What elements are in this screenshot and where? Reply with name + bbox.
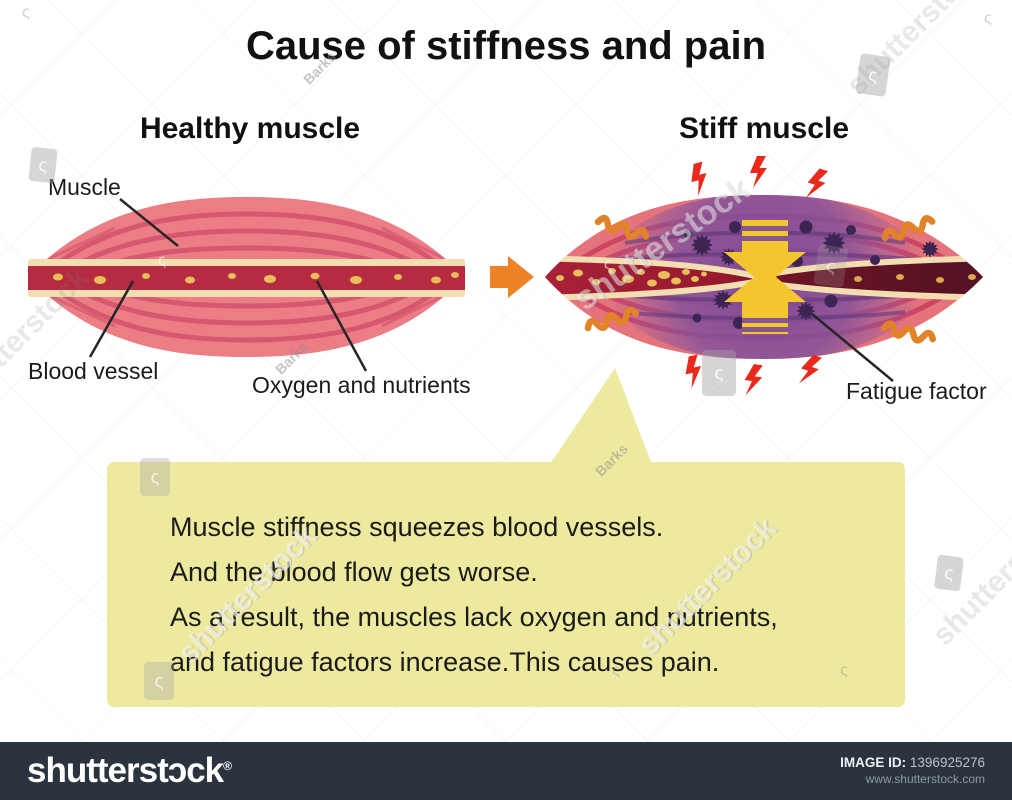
callout-line-3: As a result, the muscles lack oxygen and… (170, 602, 778, 632)
shutterstock-url[interactable]: www.shutterstock.com (865, 772, 985, 786)
shutterstock-footer-bar: shutterstɔck® IMAGE ID: 1396925276 www.s… (0, 742, 1012, 800)
fatigue-factor-particles (683, 220, 939, 329)
healthy-muscle-figure (28, 197, 465, 357)
callout-line-4: and fatigue factors increase.This causes… (170, 647, 720, 677)
registered-mark: ® (223, 759, 232, 773)
sparse-nutrient-dots (854, 274, 976, 283)
stiff-muscle-heading: Stiff muscle (678, 112, 850, 145)
page-title: Cause of stiffness and pain (245, 24, 767, 68)
stiff-muscle-figure (545, 156, 983, 398)
oxygen-nutrients-label: Oxygen and nutrients (252, 372, 471, 398)
logo-curl-icon: ɔ (167, 751, 187, 790)
image-id-label: IMAGE ID: (840, 755, 907, 770)
healthy-blood-vessel (28, 259, 465, 297)
blood-vessel-label: Blood vessel (28, 358, 159, 384)
callout-tail (548, 368, 653, 467)
image-id-value: 1396925276 (909, 755, 985, 770)
label-leader-lines (88, 198, 894, 382)
congested-nutrient-dots (556, 268, 707, 287)
logo-text: ck (186, 751, 224, 790)
healthy-muscle-heading: Healthy muscle (139, 112, 361, 145)
shutterstock-logo[interactable]: shutterstɔck® (27, 751, 232, 791)
image-meta: IMAGE ID: 1396925276 www.shutterstock.co… (840, 754, 985, 788)
oxygen-nutrient-dots (53, 272, 459, 284)
callout-line-1: Muscle stiffness squeezes blood vessels. (170, 512, 664, 542)
callout-text: Muscle stiffness squeezes blood vessels.… (170, 505, 890, 685)
fatigue-factor-label: Fatigue factor (846, 378, 987, 404)
squeeze-arrows (724, 220, 806, 334)
muscle-label: Muscle (48, 174, 121, 200)
transition-arrow (490, 256, 534, 298)
callout-line-2: And the blood flow gets worse. (170, 557, 538, 587)
callout-bubble (107, 462, 905, 707)
logo-text: shutterst (27, 751, 169, 790)
